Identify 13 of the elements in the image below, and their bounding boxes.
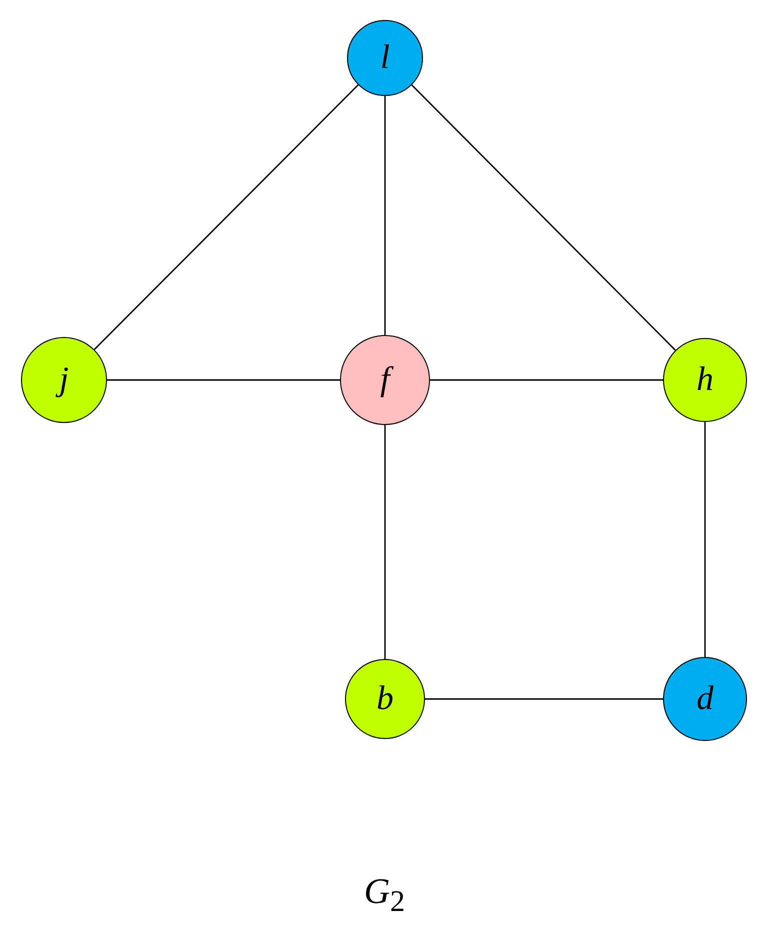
- vertex-label: d: [696, 682, 714, 716]
- edge-line: [430, 379, 663, 381]
- graph-caption: G$_{2}$: [364, 871, 405, 911]
- edge-line: [704, 422, 706, 657]
- edge-line: [411, 84, 676, 351]
- vertex-label: l: [380, 41, 390, 75]
- vertex-label: h: [696, 363, 714, 397]
- vertex-label: b: [376, 682, 394, 716]
- edge-line: [107, 379, 340, 381]
- edge-line: [425, 698, 663, 700]
- edge-line: [384, 425, 386, 659]
- edge-line: [384, 96, 386, 335]
- edge-line: [94, 84, 359, 350]
